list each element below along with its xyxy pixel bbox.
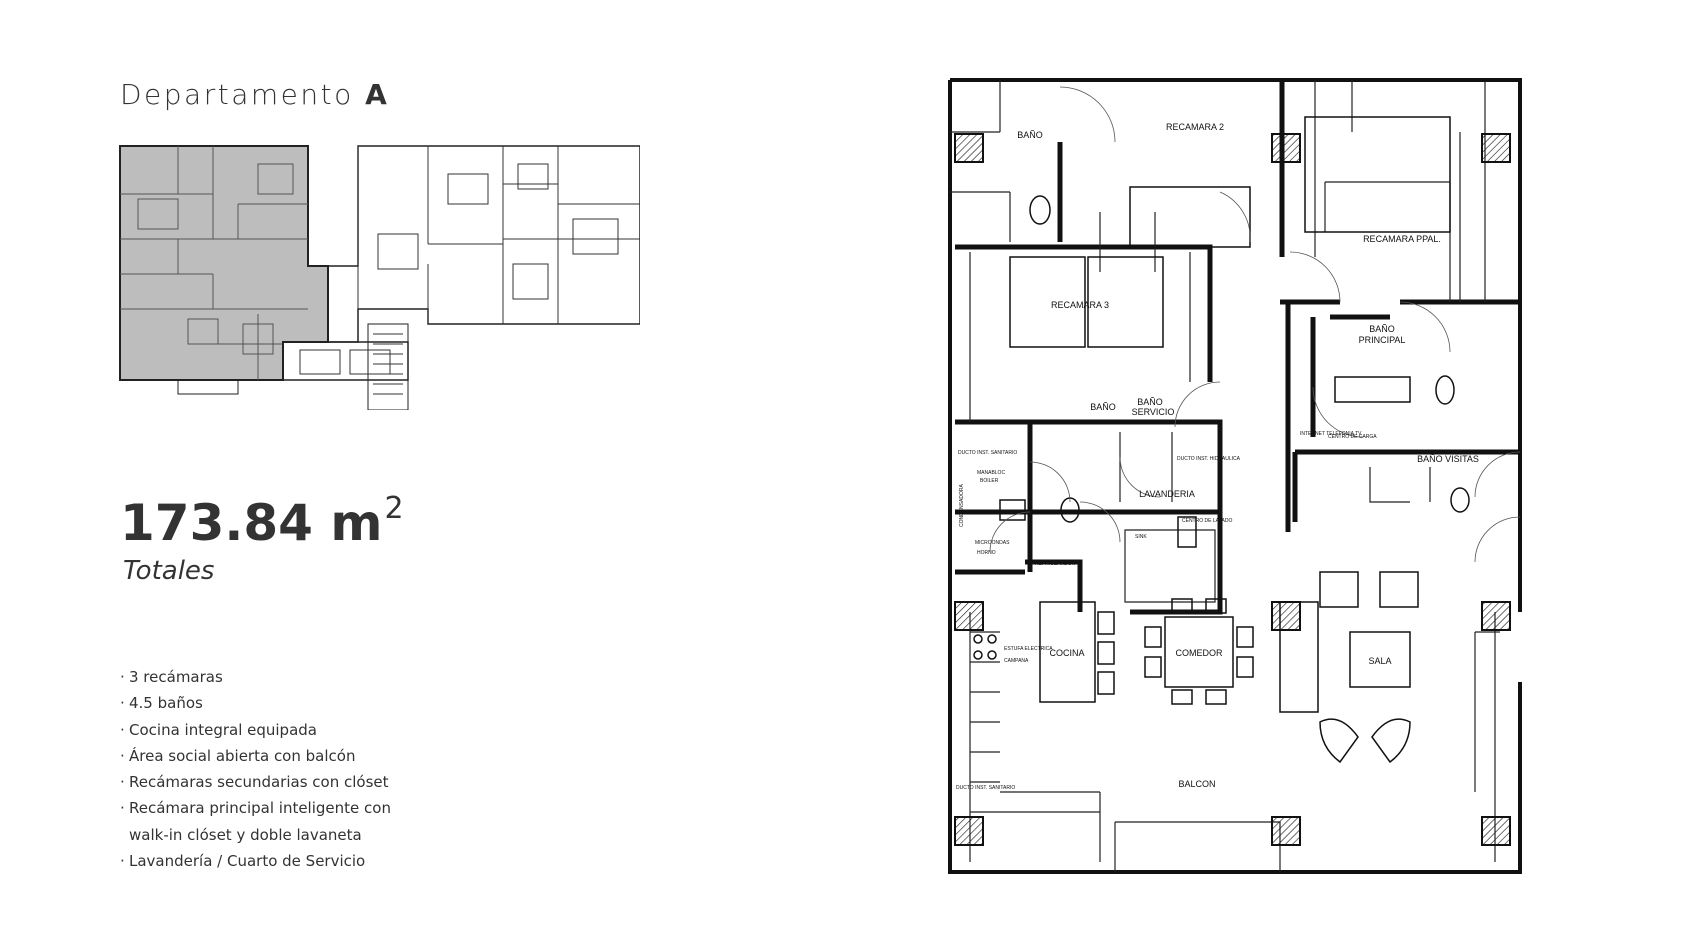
column — [1271, 601, 1301, 631]
feature-item: ·4.5 baños — [120, 694, 203, 713]
bed — [1087, 256, 1164, 348]
label-campana: CAMPANA — [1004, 658, 1029, 664]
label-estufa: ESTUFA ELECTRICA — [1004, 646, 1053, 652]
feature-item: ·Área social abierta con balcón — [120, 746, 356, 765]
column — [1271, 133, 1301, 163]
column — [954, 133, 984, 163]
column — [1481, 816, 1511, 846]
toilet — [1450, 487, 1470, 513]
floor-plan: BAÑO RECAMARA 2 RECAMARA PPAL. RECAMARA … — [948, 78, 1522, 874]
area-unit-sup: 2 — [384, 491, 404, 527]
column — [954, 601, 984, 631]
label-ducto-sanitario: DUCTO INST. SANITARIO — [958, 450, 1017, 456]
room-label-bano-principal-1: BAÑO — [1369, 324, 1395, 334]
room-label-balcon: BALCON — [1178, 779, 1215, 789]
area-number: 173.84 m — [120, 494, 383, 552]
room-label-recamara-2: RECAMARA 2 — [1166, 122, 1224, 132]
feature-item: ·Lavandería / Cuarto de Servicio — [120, 852, 366, 871]
page-title: Departamento A — [120, 78, 389, 111]
room-label-bano-principal-2: PRINCIPAL — [1359, 335, 1406, 345]
label-manabloc: MANABLOC — [977, 470, 1005, 476]
feature-item: ·3 recámaras — [120, 668, 223, 686]
key-plan — [119, 145, 640, 410]
label-sink: SINK — [1135, 534, 1147, 540]
label-condensadora: CONDENSADORA — [959, 484, 965, 527]
label-horno: HORNO — [977, 550, 996, 556]
bed — [1009, 256, 1086, 348]
feature-item: ·Recámara principal inteligente con — [120, 799, 391, 818]
label-boiler: BOILER — [980, 478, 999, 484]
feature-item: walk-in clóset y doble lavaneta — [129, 825, 362, 844]
dining-table — [1164, 616, 1234, 688]
area-label: Totales — [123, 556, 215, 586]
room-label-comedor: COMEDOR — [1176, 648, 1224, 658]
room-label-bano-1: BAÑO — [1017, 130, 1043, 140]
label-centro-carga: CENTRO DE CARGA — [1328, 434, 1377, 440]
exterior-wall — [950, 78, 1522, 612]
label-ducto-sanitario-2: DUCTO INST. SANITARIO — [956, 785, 1015, 791]
room-label-recamara-ppal: RECAMARA PPAL. — [1363, 234, 1441, 244]
bed — [1304, 116, 1451, 233]
label-microondas: MICROONDAS — [975, 540, 1010, 546]
label-centro-lavado: CENTRO DE LAVADO — [1182, 518, 1232, 524]
label-internet: INTERNET TELEFONIA TV — [1300, 431, 1362, 437]
column — [954, 816, 984, 846]
room-label-recamara-3: RECAMARA 3 — [1051, 300, 1109, 310]
label-refrigerador: REFRIGERADOR — [1035, 561, 1076, 567]
room-label-bano-servicio-1: BAÑO — [1137, 397, 1163, 407]
title-letter: A — [365, 78, 390, 111]
label-ducto-hidraulica: DUCTO INST. HIDRAULICA — [1177, 456, 1241, 462]
feature-item: ·Cocina integral equipada — [120, 720, 317, 739]
room-label-bano-2: BAÑO — [1090, 402, 1116, 412]
area-value: 173.84 m2 — [120, 494, 404, 548]
toilet — [1435, 375, 1455, 405]
key-plan-dept-a — [119, 145, 329, 381]
toilet — [1029, 195, 1051, 225]
column — [1481, 601, 1511, 631]
room-label-bano-servicio-2: SERVICIO — [1132, 407, 1175, 417]
feature-item: ·Recámaras secundarias con clóset — [120, 773, 389, 792]
column — [1271, 816, 1301, 846]
title-prefix: Departamento — [120, 78, 354, 111]
room-label-lavanderia: LAVANDERIA — [1139, 489, 1195, 499]
feature-list: ·3 recámaras ·4.5 baños ·Cocina integral… — [120, 664, 391, 874]
coffee-table — [1349, 631, 1411, 688]
room-label-bano-visitas: BAÑO VISITAS — [1417, 454, 1479, 464]
room-label-cocina: COCINA — [1049, 648, 1084, 658]
kitchen-island — [1039, 601, 1096, 703]
sofa — [1279, 601, 1319, 713]
bed — [1129, 186, 1251, 248]
column — [1481, 133, 1511, 163]
room-label-sala: SALA — [1368, 656, 1391, 666]
